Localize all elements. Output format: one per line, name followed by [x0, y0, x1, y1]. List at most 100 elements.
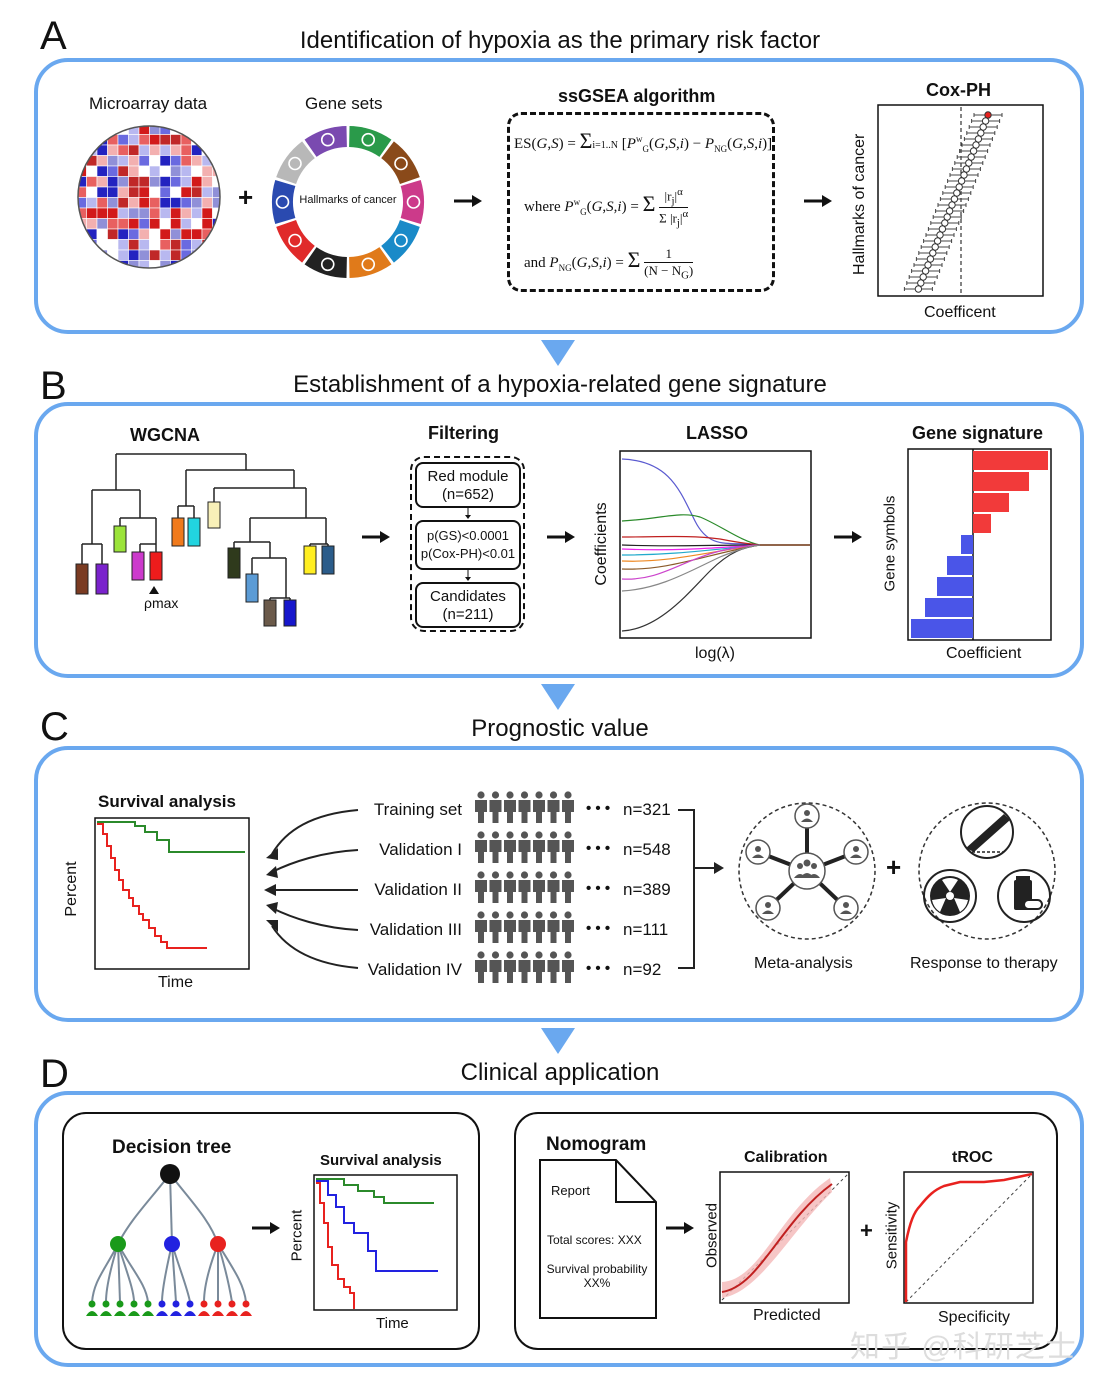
filter-arrow-2 — [465, 570, 471, 581]
forest-point — [941, 219, 949, 227]
panel-b-letter: B — [40, 364, 67, 408]
ellipsis-dots: • • • — [586, 960, 611, 977]
leaf-person-icon — [144, 1300, 152, 1308]
arrow-a1 — [454, 195, 482, 207]
nomogram-title: Nomogram — [546, 1134, 647, 1155]
leaf-person-body — [198, 1311, 210, 1316]
lasso-path-plot — [619, 450, 812, 639]
forest-point — [950, 195, 959, 203]
leaf-person-body — [240, 1311, 252, 1316]
lasso-title: LASSO — [686, 423, 749, 443]
hallmark-segment — [272, 179, 296, 225]
gene-bar — [961, 535, 973, 554]
gene-signature-xlabel: Coefficient — [946, 645, 1022, 662]
hallmark-icon — [320, 132, 335, 147]
leaf-person-body — [128, 1311, 140, 1316]
cohort-n: n=389 — [623, 880, 671, 899]
arrow-b3 — [834, 531, 862, 543]
hallmark-segment — [349, 247, 392, 278]
cohort-n: n=92 — [623, 960, 662, 979]
troc-ylabel: Sensitivity — [883, 1201, 901, 1270]
filtering-title: Filtering — [428, 423, 499, 443]
panel-d-frame — [34, 1091, 1084, 1367]
people-icon-row — [475, 831, 574, 863]
lasso-ylabel: Coefficients — [593, 502, 610, 586]
cohort-n: n=548 — [623, 840, 671, 859]
ssgsea-formula-1: ES(G,S) = Σi=1..N [PwG(G,S,i) − PNG(G,S,… — [514, 128, 773, 154]
panel-a-letter: A — [40, 14, 67, 58]
leaf-person-body — [212, 1311, 224, 1316]
survival-d-xlabel: Time — [376, 1315, 409, 1332]
forest-point — [933, 237, 942, 245]
report-label: Report — [551, 1183, 591, 1198]
forest-point — [984, 111, 992, 119]
hallmark-icon — [288, 156, 302, 171]
leaf-person-body — [156, 1311, 168, 1316]
flow-arrow-bc — [541, 684, 575, 710]
candidates-box: Candidates(n=211) — [415, 582, 521, 628]
plus-sign-a: + — [238, 182, 254, 212]
candidates-line2: (n=211) — [442, 606, 494, 623]
gene-bar — [973, 514, 991, 533]
cohort-bracket — [678, 809, 724, 969]
forest-point — [962, 165, 971, 173]
calibration-title: Calibration — [744, 1149, 828, 1166]
ellipsis-dots: • • • — [586, 800, 611, 817]
forest-point — [953, 189, 961, 197]
survival-c-xlabel: Time — [158, 974, 193, 991]
ssgsea-title: ssGSEA algorithm — [558, 86, 716, 106]
forest-point — [977, 129, 985, 137]
hallmark-segment — [276, 220, 315, 263]
hallmark-segment — [349, 126, 392, 157]
plus-sign-c: + — [886, 852, 902, 882]
forest-point — [929, 249, 937, 257]
arrow-a2 — [804, 195, 832, 207]
cohort-name: Training set — [373, 800, 462, 819]
hallmark-icon — [394, 156, 408, 171]
gene-bar — [937, 577, 973, 596]
survival-probability-line2: XX% — [583, 1276, 611, 1290]
forest-point — [967, 153, 975, 161]
gene-bar — [973, 472, 1029, 491]
leaf-person-icon — [102, 1300, 110, 1308]
wgcna-title: WGCNA — [130, 425, 200, 445]
arrow-d1 — [252, 1222, 280, 1234]
cox-title: Cox-PH — [926, 80, 992, 100]
leaf-person-body — [170, 1311, 182, 1316]
forest-point — [965, 159, 973, 167]
panel-c-frame — [34, 746, 1084, 1022]
leaf-person-icon — [130, 1300, 138, 1308]
troc-title: tROC — [952, 1149, 993, 1166]
arrow-b1 — [362, 531, 390, 543]
hallmark-icon — [406, 195, 421, 209]
hallmark-segment — [304, 126, 347, 157]
leaf-person-body — [86, 1311, 98, 1316]
hallmark-segment — [381, 220, 420, 263]
leaf-person-body — [114, 1311, 126, 1316]
calibration-xlabel: Predicted — [753, 1307, 821, 1324]
hallmark-icon — [288, 233, 302, 248]
ssgsea-box — [507, 112, 775, 292]
filter-arrow-1 — [465, 508, 471, 519]
forest-point — [943, 213, 951, 221]
hallmarks-wheel — [272, 126, 424, 278]
microarray-heatmap — [77, 125, 221, 269]
panel-a-frame — [34, 58, 1084, 334]
forest-point — [926, 255, 935, 263]
flow-arrow-ab — [541, 340, 575, 366]
panel-c-letter: C — [40, 705, 69, 749]
survival-c-ylabel: Percent — [63, 861, 80, 917]
forest-point — [945, 207, 954, 215]
calibration-ylabel: Observed — [703, 1202, 721, 1269]
gene-bar — [947, 556, 973, 575]
decision-tree-card — [62, 1112, 480, 1350]
pvalue-gs: p(GS)<0.0001 — [426, 528, 510, 543]
leaf-person-icon — [228, 1300, 236, 1308]
hallmark-segment — [381, 141, 420, 184]
forest-point — [921, 267, 930, 275]
calibration-plot — [719, 1171, 850, 1304]
forest-point — [955, 183, 963, 191]
forest-point — [960, 171, 968, 179]
leaf-person-icon — [172, 1300, 180, 1308]
